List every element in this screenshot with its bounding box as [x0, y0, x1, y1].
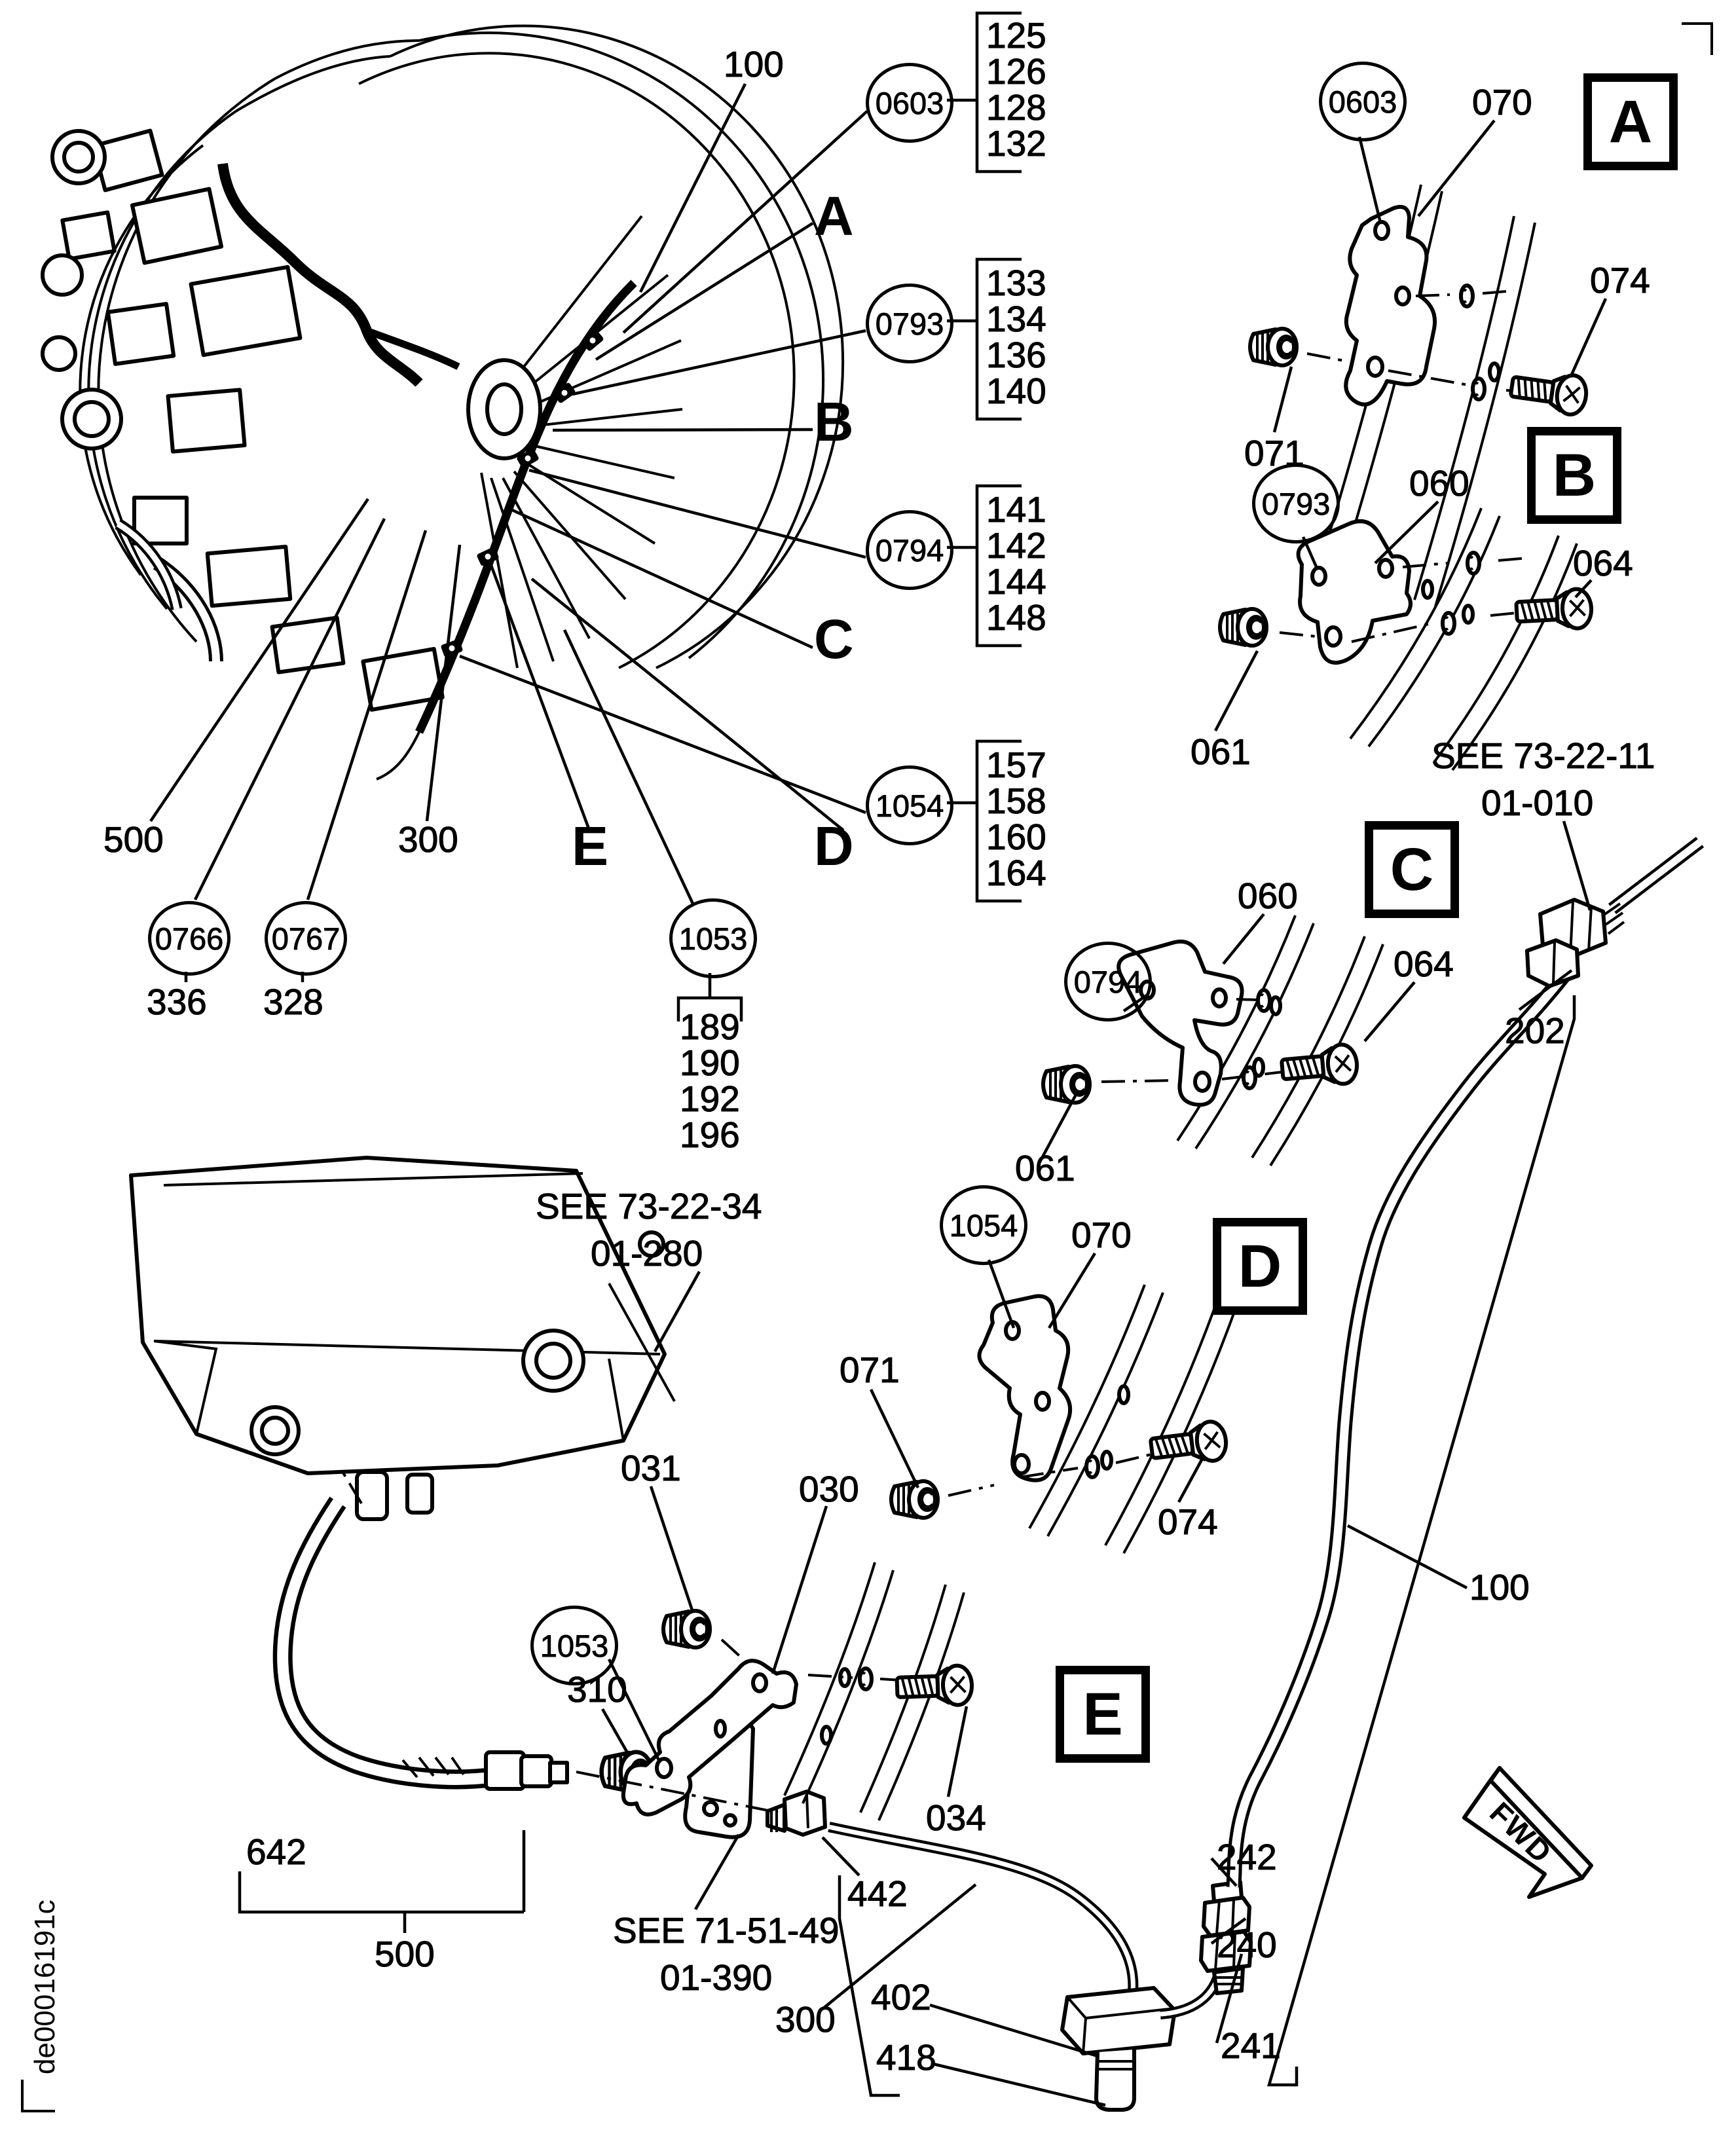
item-number: 126 — [986, 51, 1046, 92]
engine-illustration — [41, 24, 845, 781]
part-label-500: 500 — [103, 819, 164, 860]
item-number: 140 — [986, 371, 1046, 411]
item-number: 136 — [986, 335, 1046, 375]
corner-mark-top-right — [1682, 22, 1713, 55]
callout-circle-0793-detail-b: 0793 — [1252, 464, 1340, 543]
item-number: 160 — [986, 817, 1046, 857]
part-label-300: 300 — [397, 819, 458, 860]
detail-a-art — [1250, 184, 1589, 607]
detail-box-a: A — [1583, 73, 1678, 170]
item-number: 141 — [986, 489, 1046, 530]
part-label-241: 241 — [1220, 2025, 1281, 2066]
part-label-310: 310 — [566, 1669, 627, 1710]
item-number: 157 — [986, 745, 1046, 785]
union-block — [1060, 1986, 1177, 2055]
bracket-070 — [1344, 204, 1437, 407]
corner-mark-bottom-left — [21, 2080, 55, 2112]
part-label-031: 031 — [620, 1448, 681, 1488]
part-label-242: 242 — [1216, 1837, 1277, 1877]
part-label-074: 074 — [1589, 260, 1650, 301]
detail-letter-b: B — [814, 391, 854, 452]
leader-lines — [149, 11, 1608, 2107]
item-number: 133 — [986, 263, 1046, 303]
part-label-071: 071 — [839, 1350, 900, 1390]
item-number: 128 — [986, 87, 1046, 128]
tube-100 — [1226, 837, 1705, 1888]
callout-circle-0603: 0603 — [866, 63, 953, 143]
part-label-202: 202 — [1504, 1010, 1565, 1051]
detail-b-art — [1220, 507, 1593, 771]
part-label-500: 500 — [374, 1934, 435, 1974]
callout-circle-0766: 0766 — [148, 901, 231, 976]
callout-circle-0793: 0793 — [866, 284, 953, 363]
part-label-402: 402 — [870, 1977, 931, 2017]
callout-circle-0603-detail-a: 0603 — [1319, 62, 1407, 141]
detail-letter-d: D — [814, 815, 854, 877]
part-label-064: 064 — [1393, 944, 1454, 984]
part-label-034: 034 — [925, 1797, 986, 1838]
part-label-442: 442 — [847, 1873, 908, 1914]
item-number: 125 — [986, 15, 1046, 56]
item-number: 196 — [679, 1114, 740, 1155]
part-label-060: 060 — [1237, 875, 1298, 916]
callout-circle-1054: 1054 — [866, 765, 953, 845]
part-label-070: 070 — [1471, 82, 1532, 122]
callout-circle-0794: 0794 — [866, 510, 953, 590]
part-label-030: 030 — [798, 1469, 859, 1509]
part-label-tube-100: 100 — [723, 44, 784, 84]
item-number: 144 — [986, 561, 1046, 602]
see-reference: SEE 73-22-11 — [1431, 735, 1655, 776]
item-number: 148 — [986, 597, 1046, 638]
callout-circle-0767: 0767 — [265, 901, 347, 976]
detail-box-d: D — [1213, 1218, 1307, 1315]
detail-d-art — [891, 1284, 1235, 1554]
part-label-070: 070 — [1071, 1215, 1132, 1255]
item-number: 134 — [986, 299, 1046, 339]
detail-box-e: E — [1056, 1666, 1150, 1763]
callout-circle-1053: 1053 — [669, 898, 757, 978]
part-label-064: 064 — [1572, 543, 1633, 583]
item-number: 190 — [679, 1042, 740, 1083]
see-reference: SEE 73-22-34 — [535, 1186, 762, 1226]
part-label-300: 300 — [775, 1999, 836, 2040]
fwd-arrow: FWD — [1462, 1766, 1593, 1899]
detail-letter-e: E — [572, 815, 609, 877]
figure-id: de00016191c — [29, 1900, 61, 2074]
part-label-061: 061 — [1190, 731, 1251, 772]
part-label-418: 418 — [876, 2037, 936, 2078]
gearbox-illustration — [129, 1156, 676, 1521]
item-number: 192 — [679, 1078, 740, 1119]
see-reference: 01-010 — [1481, 782, 1594, 823]
item-number: 189 — [679, 1006, 740, 1047]
part-label-074: 074 — [1157, 1501, 1218, 1542]
detail-letter-c: C — [814, 608, 854, 670]
callout-circle-1054-detail-d: 1054 — [940, 1185, 1027, 1265]
item-number: 132 — [986, 123, 1046, 164]
part-label-240: 240 — [1216, 1924, 1277, 1965]
item-number: 158 — [986, 781, 1046, 821]
see-reference: 01-390 — [659, 1957, 773, 1998]
nut-240 — [1202, 1896, 1251, 1938]
item-number: 164 — [986, 853, 1046, 893]
part-label-060: 060 — [1409, 463, 1469, 504]
tube-300-assembly — [828, 1822, 1253, 2112]
part-label-328: 328 — [263, 982, 323, 1022]
callout-circle-1053-detail-e: 1053 — [530, 1606, 618, 1685]
detail-letter-a: A — [814, 185, 854, 247]
item-number: 142 — [986, 525, 1046, 566]
part-label-642: 642 — [246, 1831, 306, 1872]
bracket-070 — [977, 1294, 1073, 1482]
hose-assembly — [272, 1496, 827, 1839]
detail-box-c: C — [1365, 821, 1459, 918]
detail-box-b: B — [1527, 427, 1621, 524]
see-reference: 01-280 — [590, 1233, 703, 1274]
part-label-061: 061 — [1014, 1148, 1075, 1188]
see-reference: SEE 71-51-49 — [612, 1910, 840, 1951]
part-label-tube-100: 100 — [1469, 1567, 1530, 1608]
part-label-336: 336 — [146, 982, 207, 1022]
detail-e-art — [341, 1469, 972, 1821]
callout-circle-0794-detail-c: 0794 — [1064, 942, 1152, 1021]
